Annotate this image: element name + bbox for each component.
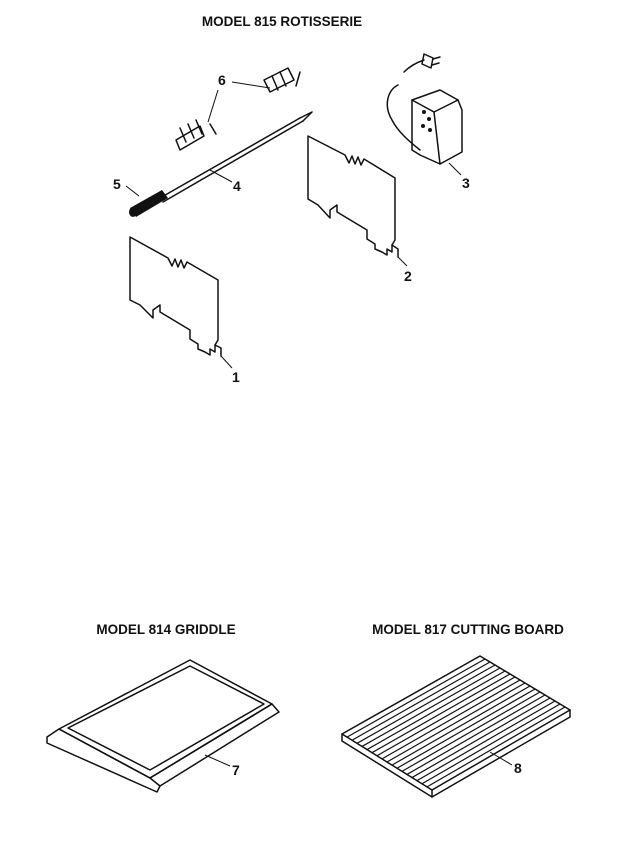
bracket-part-2 — [307, 135, 399, 258]
wood-grain-line — [416, 700, 556, 782]
leader-line-2 — [397, 256, 408, 267]
wood-grain-line — [426, 706, 566, 788]
cutting-board-title: MODEL 817 CUTTING BOARD — [372, 622, 564, 637]
leader-line-1 — [220, 355, 233, 369]
leader-line-5 — [125, 185, 140, 197]
callout-1: 1 — [232, 369, 240, 385]
wood-grain-line — [346, 658, 486, 738]
motor-knob-icon — [427, 117, 431, 121]
wood-grain-line — [401, 691, 541, 772]
callout-6: 6 — [218, 72, 226, 88]
wood-grain-line — [396, 688, 536, 769]
wood-grain-line — [351, 661, 491, 741]
rotisserie-title: MODEL 815 ROTISSERIE — [202, 14, 362, 29]
leader-line-3 — [448, 162, 462, 176]
rotisserie-motor-part-3 — [386, 84, 463, 165]
wood-grain-line — [381, 679, 521, 760]
motor-knob-icon — [428, 128, 432, 132]
wood-grain-line — [356, 664, 496, 744]
leader-line-4 — [209, 169, 233, 183]
wood-grain-line — [411, 697, 551, 779]
wood-grain-line — [376, 676, 516, 757]
motor-knob-icon — [421, 124, 425, 128]
bracket-part-1 — [129, 236, 222, 357]
leader-line-6a — [231, 81, 271, 89]
wood-grain-line — [391, 685, 531, 766]
wood-grain-line — [386, 682, 526, 763]
power-cord-plug — [403, 53, 441, 73]
leader-line-6b — [207, 89, 219, 123]
leader-line-7 — [204, 754, 231, 767]
griddle-part-7 — [46, 659, 280, 793]
spit-rod-part-4 — [159, 111, 313, 203]
wood-grain-line — [366, 670, 506, 751]
callout-7: 7 — [232, 762, 240, 778]
motor-knob-icon — [422, 110, 426, 114]
callout-5: 5 — [113, 176, 121, 192]
board-wood-grain — [346, 658, 566, 788]
callout-4: 4 — [233, 178, 241, 194]
spit-fork-left-part-6 — [175, 119, 217, 151]
callout-2: 2 — [404, 268, 412, 284]
callout-8: 8 — [514, 760, 522, 776]
cutting-board-part-8 — [341, 655, 571, 798]
wood-grain-line — [406, 694, 546, 775]
callout-3: 3 — [462, 175, 470, 191]
wood-grain-line — [421, 703, 561, 785]
griddle-title: MODEL 814 GRIDDLE — [96, 622, 235, 637]
wood-grain-line — [371, 673, 511, 754]
wood-grain-line — [361, 667, 501, 747]
spit-handle-part-5 — [129, 190, 168, 217]
leader-line-8 — [489, 751, 513, 766]
